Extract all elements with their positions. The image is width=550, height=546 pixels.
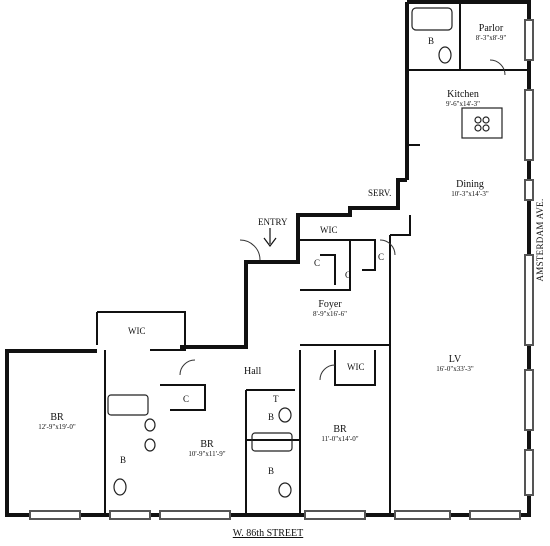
room-name: Kitchen bbox=[447, 89, 479, 100]
sink-icon bbox=[144, 438, 156, 452]
room-dims: 11'-0"x14'-0" bbox=[321, 434, 359, 443]
closet-label: C bbox=[345, 270, 352, 280]
tub-label: T bbox=[273, 394, 279, 404]
bath-label: B bbox=[428, 36, 435, 46]
street-label-south: W. 86th STREET bbox=[232, 528, 304, 539]
burner-icon bbox=[474, 116, 482, 124]
wic-label-east: WIC bbox=[347, 362, 365, 372]
wic-label-north: WIC bbox=[320, 225, 338, 235]
tub-icon bbox=[411, 7, 453, 31]
room-dims: 10'-3"x14'-3" bbox=[451, 189, 489, 198]
sink-icon bbox=[144, 418, 156, 432]
room-living: LV 16'-0"x33'-3" bbox=[436, 354, 474, 373]
toilet-icon bbox=[278, 482, 292, 498]
room-name: BR bbox=[333, 424, 347, 435]
kitchen-island bbox=[461, 107, 503, 139]
room-dims: 16'-0"x33'-3" bbox=[436, 364, 474, 373]
bath-label: B bbox=[268, 412, 275, 422]
street-label-east: AMSTERDAM AVE. bbox=[535, 198, 545, 282]
doors bbox=[179, 59, 506, 381]
hall-label: Hall bbox=[244, 366, 262, 377]
toilet-icon bbox=[438, 46, 452, 64]
tub-icon bbox=[251, 432, 293, 452]
room-name: LV bbox=[448, 354, 462, 365]
wic-label-west: WIC bbox=[128, 326, 146, 336]
bath-label: B bbox=[268, 466, 275, 476]
service-label: SERV. bbox=[368, 188, 392, 198]
room-name: Parlor bbox=[478, 23, 504, 34]
room-dims: 12'-9"x19'-0" bbox=[38, 422, 76, 431]
room-name: BR bbox=[50, 412, 64, 423]
room-dims: 9'-6"x14'-3" bbox=[446, 99, 480, 108]
interior-walls bbox=[6, 2, 529, 515]
room-dims: 8'-9"x16'-6" bbox=[313, 309, 347, 318]
room-name: BR bbox=[200, 439, 214, 450]
room-kitchen: Kitchen 9'-6"x14'-3" bbox=[446, 89, 480, 108]
door-swing bbox=[379, 239, 396, 256]
entry-arrow bbox=[263, 228, 277, 247]
room-dims: 10'-9"x11'-9" bbox=[188, 449, 226, 458]
bath-label: B bbox=[120, 455, 127, 465]
closet-label: C bbox=[314, 258, 321, 268]
room-bedroom-west: BR 12'-9"x19'-0" bbox=[38, 412, 76, 431]
door-swing bbox=[319, 364, 336, 381]
room-name: Dining bbox=[456, 179, 484, 190]
toilet-icon bbox=[113, 478, 127, 496]
burner-icon bbox=[482, 124, 490, 132]
windows bbox=[29, 19, 534, 520]
entry-door bbox=[239, 239, 261, 261]
tub-icon bbox=[107, 394, 149, 416]
toilet-icon bbox=[278, 407, 292, 423]
exterior-walls bbox=[5, 0, 531, 517]
room-dining: Dining 10'-3"x14'-3" bbox=[451, 179, 489, 198]
burner-icon bbox=[482, 116, 490, 124]
closet-label: C bbox=[378, 252, 385, 262]
room-parlor: Parlor 8'-3"x8'-9" bbox=[475, 23, 507, 42]
burner-icon bbox=[474, 124, 482, 132]
room-dims: 8'-3"x8'-9" bbox=[475, 33, 507, 42]
door-swing bbox=[489, 59, 506, 76]
room-bedroom-east: BR 11'-0"x14'-0" bbox=[321, 424, 359, 443]
entry-label: ENTRY bbox=[258, 217, 288, 227]
closet-label: C bbox=[183, 394, 190, 404]
fixtures bbox=[107, 7, 503, 498]
door-swing bbox=[179, 359, 196, 376]
room-bedroom-middle: BR 10'-9"x11'-9" bbox=[188, 439, 226, 458]
room-foyer: Foyer 8'-9"x16'-6" bbox=[313, 299, 347, 318]
room-name: Foyer bbox=[318, 299, 342, 310]
